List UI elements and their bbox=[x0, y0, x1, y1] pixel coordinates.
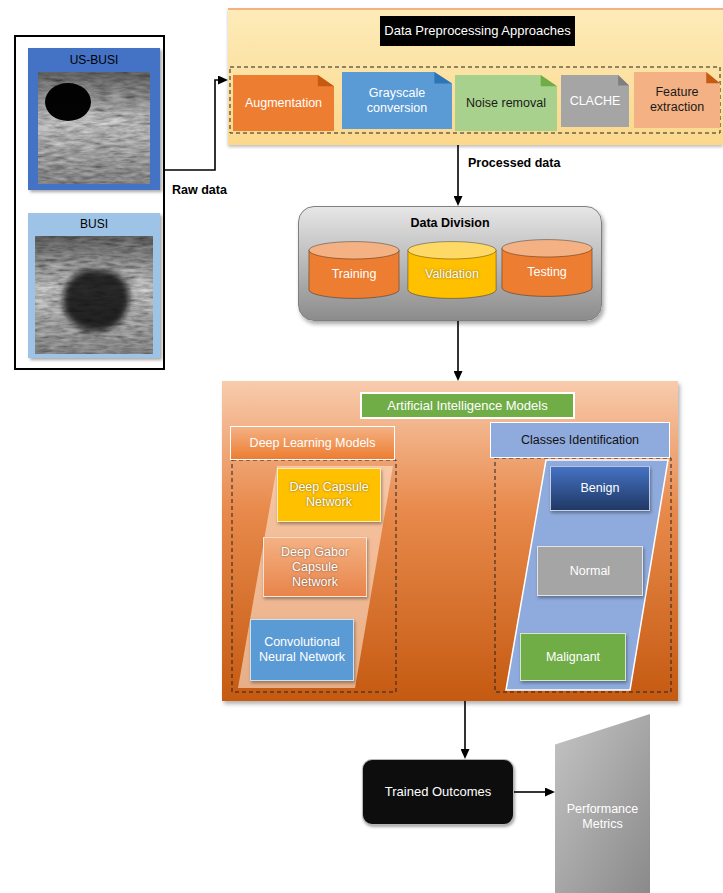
image-speckle bbox=[38, 72, 150, 184]
box-label: Convolutional Neural Network bbox=[256, 635, 348, 665]
class-box: Normal bbox=[537, 546, 643, 596]
dashed-frame bbox=[495, 458, 671, 692]
box-label: Noise removal bbox=[466, 96, 546, 111]
tab-fold bbox=[706, 72, 720, 83]
panel-title: Data Preprocessing Approaches bbox=[380, 16, 575, 46]
box-label: Deep Gabor Capsule Network bbox=[269, 545, 361, 590]
class-box: Malignant bbox=[520, 633, 626, 681]
tab-fold bbox=[318, 75, 334, 86]
image-panel: US-BUSI bbox=[28, 48, 160, 190]
arrow-caption: Raw data bbox=[172, 183, 238, 198]
dataset-name: US-BUSI bbox=[28, 53, 160, 67]
model-box: Deep Gabor Capsule Network bbox=[263, 537, 367, 597]
model-box: Deep Capsule Network bbox=[277, 468, 381, 522]
dashed-frame bbox=[230, 67, 720, 133]
step-tab: Feature extraction bbox=[634, 72, 720, 128]
step-tab: Grayscale conversion bbox=[342, 72, 452, 129]
image-shade bbox=[35, 236, 153, 354]
image-shade bbox=[38, 72, 150, 184]
ultrasound-image bbox=[38, 72, 150, 184]
stage-panel: Data DivisionTraining Validation Testing bbox=[298, 206, 602, 321]
box-label: Testing bbox=[527, 265, 567, 280]
box-label: Deep Capsule Network bbox=[283, 480, 375, 510]
box-label: Augmentation bbox=[245, 96, 322, 111]
box-label: Feature extraction bbox=[639, 85, 715, 115]
step-tab: Noise removal bbox=[455, 75, 557, 131]
parallelogram-ground bbox=[506, 460, 668, 690]
metrics-trapezoid: Performance Metrics bbox=[555, 714, 650, 893]
ultrasound-image bbox=[35, 236, 153, 354]
model-group: Deep Learning ModelsDeep Capsule Network… bbox=[230, 426, 398, 694]
flow-arrow bbox=[457, 321, 459, 371]
dashed-frame bbox=[232, 460, 396, 692]
flow-arrow bbox=[165, 80, 218, 170]
tab-body bbox=[342, 72, 452, 129]
class-group: Classes IdentificationBenignNormalMalign… bbox=[490, 422, 672, 694]
box-label: Performance Metrics bbox=[560, 802, 645, 832]
tab-body bbox=[233, 75, 334, 131]
tab-fold bbox=[618, 75, 629, 85]
flow-arrow bbox=[514, 791, 545, 793]
step-tab: CLACHE bbox=[561, 75, 629, 127]
panel-title: Artificial Intelligence Models bbox=[360, 392, 575, 419]
group-header: Classes Identification bbox=[490, 422, 670, 458]
cylinder-top bbox=[309, 242, 399, 259]
image-panel: BUSI bbox=[28, 213, 160, 358]
box-label: Benign bbox=[581, 481, 620, 496]
tab-body bbox=[634, 72, 720, 128]
image-ground bbox=[38, 72, 150, 184]
model-panel: Artificial Intelligence ModelsDeep Learn… bbox=[222, 381, 678, 701]
process-panel: Data Preprocessing ApproachesAugmentatio… bbox=[228, 8, 723, 145]
flow-arrow bbox=[457, 145, 459, 196]
raw-data-frame: Raw dataUS-BUSIBUSI bbox=[14, 35, 165, 370]
dataset-name: BUSI bbox=[28, 217, 160, 231]
tab-fold bbox=[434, 72, 452, 83]
image-ground bbox=[35, 236, 153, 354]
cylinder-top bbox=[408, 242, 496, 259]
box-label: Trained Outcomes bbox=[385, 784, 491, 800]
trapezoid-body bbox=[555, 714, 650, 893]
group-header: Deep Learning Models bbox=[230, 426, 395, 460]
parallelogram-ground bbox=[238, 466, 393, 688]
cylinder-top bbox=[502, 240, 592, 257]
box-label: Grayscale conversion bbox=[347, 86, 447, 116]
step-tab: Augmentation bbox=[233, 75, 334, 131]
data-cylinder: Testing bbox=[501, 239, 593, 297]
class-box: Benign bbox=[550, 466, 650, 511]
result-box: Trained Outcomes bbox=[362, 759, 514, 825]
box-label: Normal bbox=[570, 564, 610, 579]
box-label: Training bbox=[332, 267, 377, 282]
flow-arrow bbox=[464, 701, 466, 749]
tab-fold bbox=[541, 75, 557, 86]
tab-body bbox=[455, 75, 557, 131]
tab-body bbox=[561, 75, 629, 127]
data-cylinder: Training bbox=[308, 241, 400, 299]
box-label: Malignant bbox=[546, 650, 600, 665]
data-cylinder: Validation bbox=[407, 241, 497, 299]
box-label: Validation bbox=[425, 267, 479, 282]
image-speckle bbox=[35, 236, 153, 354]
box-label: CLACHE bbox=[570, 94, 621, 109]
model-box: Convolutional Neural Network bbox=[250, 619, 354, 681]
edge-label: Processed data bbox=[466, 156, 562, 170]
panel-title: Data Division bbox=[299, 216, 601, 231]
